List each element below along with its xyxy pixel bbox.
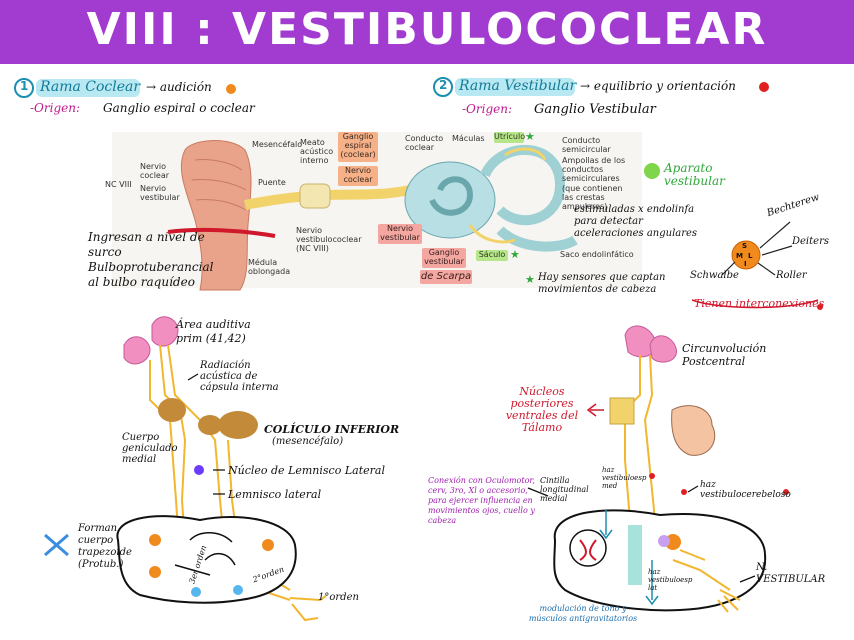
box-nervio-coclear: Nervio coclear [338,166,378,186]
label-circunvolucion: Circunvolución Postcentral [682,342,767,368]
orange-dot [226,84,236,94]
note-ingresan: Ingresan a nivel de surco Bulboprotubera… [88,230,214,289]
label-nucleo-lemnisco: Núcleo de Lemnisco Lateral [228,464,385,477]
label-modulacion: modulación de tono y músculos antigravit… [528,604,638,623]
auditory-cortex-left [151,316,179,347]
label-nervio-coclear: Nervio coclear [140,162,170,180]
note-estimuladas: estimuladas x endolinfa para detectar ac… [574,204,698,239]
page-title: VIII : VESTIBULOCOCLEAR [86,4,768,55]
svg-text:★: ★ [525,273,535,286]
red-dot [759,82,769,92]
number-circle-2 [433,77,453,97]
label-coliculo-mesencefalo: (mesencéfalo) [272,436,344,447]
origen-text-left: Ganglio espiral o coclear [103,101,255,115]
label-haz-vestibuloespinal-lat: haz vestibuloesp lat [648,568,693,592]
label-forman: Forman cuerpo trapezoide (Protub.) [78,523,132,570]
svg-text:★: ★ [510,248,520,261]
note-tienen: Tienen interconexiones [694,297,825,310]
rama-vestibular-title: Rama Vestibular [459,78,577,94]
label-saco: Saco endolinfático [560,250,634,259]
sulcus-red-line [167,227,276,238]
medial-geniculate-body [158,398,186,422]
number-circle-1 [14,78,34,98]
svg-text:★: ★ [525,130,535,143]
label-primer-orden: 1°orden [318,592,359,603]
label-radiacion: Radiación acústica de cápsula interna [200,360,279,393]
cerebellum-illustration [671,405,716,456]
label-cuerpo-geniculado: Cuerpo geniculado medial [122,432,178,465]
lateral-lemniscus-nucleus [194,465,204,475]
rama-vestibular-highlight [455,78,575,96]
label-haz-vestibulocerebeloso: haz vestibulocerebeloso [700,480,791,500]
box-ganglio-vestibular: Ganglio vestibular [422,248,466,268]
title-banner [0,0,854,64]
label-medula: Médula oblongada [248,258,291,276]
vestibular-nuclei-circle [731,240,761,270]
label-cintilla: Cintilla longitudinal medial [540,476,589,503]
nucleus-letter-i: I [744,260,747,268]
label-coliculo: COLÍCULO INFERIOR [264,423,400,436]
rama-coclear-number: 1 [20,79,29,93]
nucleus-letter-l: L [748,252,753,260]
green-dot [644,163,660,179]
rama-vestibular-number: 2 [439,78,448,92]
label-nervio-vestibulococlear: Nervio vestibulococlear (NC VIII) [296,226,362,253]
thalamus-nucleus [609,397,635,425]
origen-text-right: Ganglio Vestibular [534,102,656,117]
origen-label-right: -Origen: [462,102,513,116]
origen-label-left: -Origen: [30,101,81,115]
box-ganglio-espiral: Ganglio espiral (coclear) [338,132,378,162]
label-crestas: (que contienen las crestas ampulares) [562,184,623,211]
label-haz-vestibuloespinal-med: haz vestibuloesp med [602,466,647,490]
label-conducto-coclear: Conducto coclear [405,134,444,152]
rama-vestibular-function: → equilibrio y orientación [580,79,736,93]
rama-coclear-highlight [36,79,140,97]
label-conducto-semicircular: Conducto semicircular [562,136,611,154]
nucleus-schwalbe: Schwalbe [690,270,739,281]
box-de-scarpa: de Scarpa [420,270,472,284]
nucleus-letter-m: M [736,252,743,260]
label-n-vestibular: N. VESTIBULAR [756,562,826,585]
vestibulospinal-tract [628,525,642,585]
nucleus-deiters: Deiters [792,236,829,247]
meato-cylinder [299,183,331,209]
rama-coclear-title: Rama Coclear [40,79,141,95]
label-nucleos-talamo: Núcleos posteriores ventrales del Tálamo [505,385,579,434]
brainstem-illustration [180,140,252,291]
nucleus-roller: Roller [776,270,807,281]
label-nc-viii: NC VIII [105,180,132,189]
medulla-section-right [553,509,767,612]
nucleus-letter-s: S [742,242,748,250]
label-mesencefalo: Mesencéfalo [252,140,303,149]
box-utriculo: Utrículo [494,132,526,143]
label-ampollas: Ampollas de los conductos semicirculares [562,156,626,183]
cochlea-illustration [404,161,496,239]
label-conexion: Conexión con Oculomotor, cerv, 3ro, Xl o… [428,476,535,525]
label-maculas: Máculas [452,134,485,143]
label-area-auditiva: Área auditiva prim (41,42) [176,318,251,345]
label-puente: Puente [258,178,286,187]
label-meato: Meato acústico interno [300,138,334,165]
note-sensores: Hay sensores que captan movimientos de c… [538,272,666,295]
label-lemnisco: Lemnisco lateral [228,488,322,501]
rama-coclear-function: → audición [146,80,212,94]
trapezoid-cross-icon [44,533,69,557]
box-nervio-vestibular: Nervio vestibular [378,224,422,244]
label-nervio-vestibular: Nervio vestibular [140,184,180,202]
note-aparato: Aparato vestibular [664,161,725,188]
inferior-colliculus [218,411,258,439]
box-sacculo: Sáculo [476,250,508,261]
